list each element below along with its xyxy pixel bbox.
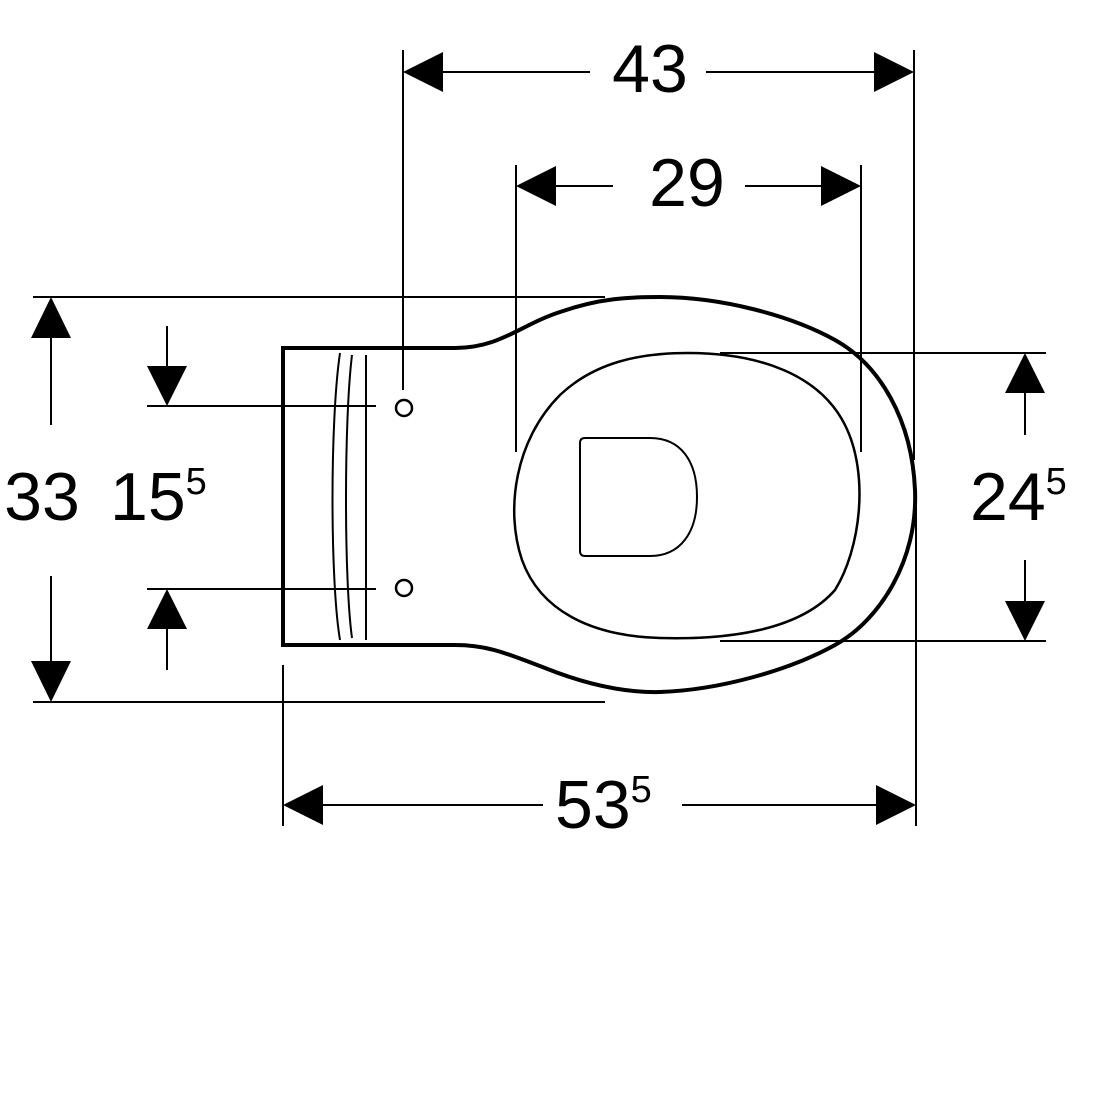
arrow-up (1005, 353, 1045, 393)
arrow-left (283, 785, 323, 825)
arrow-up (31, 297, 71, 338)
dimension-53-5: 535 (282, 500, 917, 843)
arrow-left (516, 166, 556, 206)
arrow-down (147, 366, 187, 406)
bowl-rim-contour (512, 351, 861, 640)
back-wall-line-2 (345, 354, 353, 639)
arrow-down (1005, 601, 1045, 641)
fixing-hole-bottom (394, 578, 414, 598)
toilet-outline (281, 294, 918, 695)
dimension-24-5: 245 (720, 352, 1067, 642)
dimension-label-24-5: 245 (970, 459, 1067, 535)
dimension-label-15-5: 155 (110, 459, 207, 535)
arrow-left (403, 52, 443, 92)
arrow-up (147, 589, 187, 629)
dimension-label-29: 29 (649, 145, 725, 221)
dimension-33: 33 (4, 296, 605, 703)
arrow-right (821, 166, 861, 206)
dimension-29: 29 (515, 145, 862, 452)
bowl-opening (579, 437, 699, 557)
dimension-label-53-5: 535 (555, 767, 652, 843)
dimension-15-5: 155 (110, 326, 376, 670)
dimension-label-43: 43 (612, 31, 688, 107)
back-wall-line-1 (331, 352, 341, 641)
arrow-right (874, 52, 914, 92)
arrow-down (31, 661, 71, 702)
dimension-43: 43 (402, 31, 915, 460)
dimension-label-33: 33 (4, 459, 80, 535)
bowl-outer-contour (281, 294, 918, 695)
arrow-right (876, 785, 916, 825)
fixing-hole-top (394, 398, 414, 418)
